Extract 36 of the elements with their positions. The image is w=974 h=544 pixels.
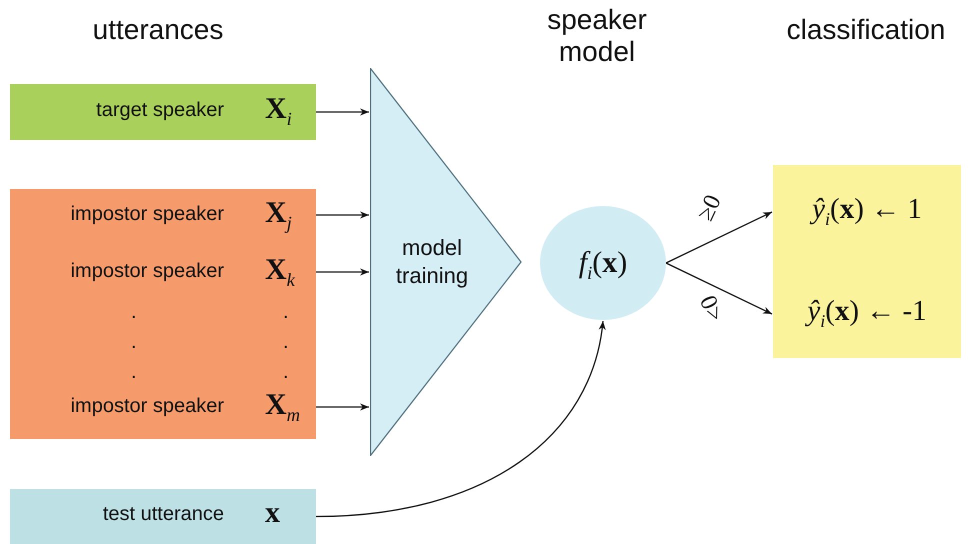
speaker-label: target speaker <box>96 99 224 122</box>
speaker-label: test utterance <box>102 503 224 526</box>
math-symbol: X$_{m}$ <box>265 390 300 426</box>
column-heading: utterances <box>92 14 224 46</box>
edge-label: <0 <box>696 291 730 325</box>
ellipsis-dot: . <box>131 362 137 382</box>
group-box <box>773 165 961 358</box>
ellipsis-dot: . <box>283 302 289 322</box>
ellipsis-dot: . <box>283 332 289 352</box>
edge-label: ≥0 <box>693 192 726 224</box>
column-heading: speaker model <box>546 4 648 68</box>
input-box <box>10 489 316 544</box>
ellipsis-dot: . <box>131 302 137 322</box>
decision-formula: ŷ$_{i}$(x) ← -1 <box>804 297 928 330</box>
input-box <box>10 84 316 140</box>
math-symbol: X$_{k}$ <box>265 255 295 291</box>
math-symbol: X$_{j}$ <box>265 198 292 234</box>
arrow <box>316 320 606 518</box>
speaker-label: impostor speaker <box>70 203 224 226</box>
column-heading: classification <box>786 14 946 46</box>
arrow <box>316 268 369 276</box>
speaker-label: impostor speaker <box>70 395 224 418</box>
speaker-label: impostor speaker <box>70 260 224 283</box>
math-symbol: X$_{i}$ <box>265 94 292 130</box>
arrow <box>666 211 772 264</box>
math-symbol: x <box>265 498 280 528</box>
process-label: model training <box>394 234 470 290</box>
arrow <box>316 211 369 219</box>
ellipsis-dot: . <box>131 332 137 352</box>
arrow <box>316 403 369 411</box>
ellipsis-dot: . <box>283 362 289 382</box>
group-box <box>10 189 316 439</box>
arrow <box>666 262 772 315</box>
decision-formula: ŷ$_{i}$(x) ← 1 <box>773 195 961 228</box>
arrow <box>316 108 369 116</box>
function-label: f$_{i}$(x) <box>578 248 628 284</box>
